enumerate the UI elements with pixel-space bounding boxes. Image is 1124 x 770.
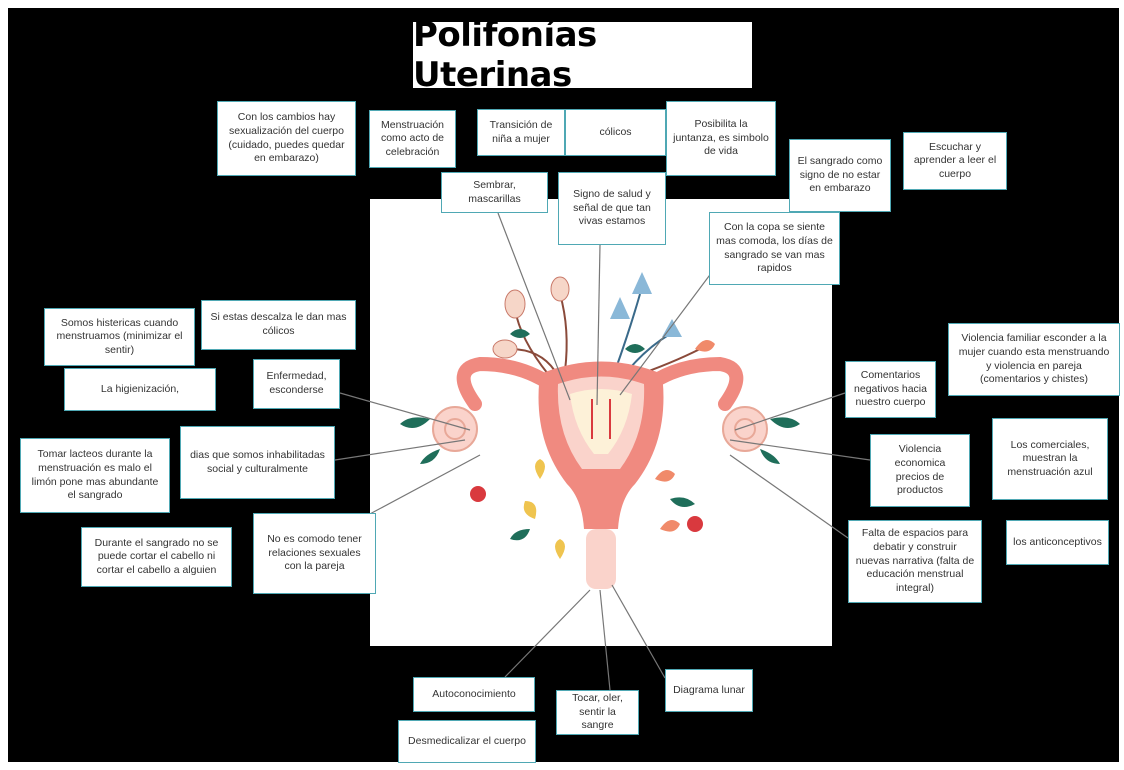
note-text: Los comerciales, muestran la menstruació…	[999, 439, 1101, 480]
note-text: Sembrar, mascarillas	[448, 179, 541, 206]
note-diagrama-lunar: Diagrama lunar	[665, 669, 753, 712]
note-higienizacion: La higienización,	[64, 368, 216, 411]
note-desmedicalizar: Desmedicalizar el cuerpo	[398, 720, 536, 763]
note-text: Con la copa se siente mas comoda, los dí…	[716, 221, 833, 276]
note-text: Durante el sangrado no se puede cortar e…	[88, 537, 225, 578]
note-histericas: Somos histericas cuando menstruamos (min…	[44, 308, 195, 366]
note-cambios: Con los cambios hay sexualización del cu…	[217, 101, 356, 176]
note-violencia-economica: Violencia economica precios de productos	[870, 434, 970, 507]
note-text: Posibilita la juntanza, es simbolo de vi…	[673, 118, 769, 159]
note-signo-salud: Signo de salud y señal de que tan vivas …	[558, 172, 666, 245]
note-text: Violencia economica precios de productos	[877, 443, 963, 498]
note-descalza: Si estas descalza le dan mas cólicos	[201, 300, 356, 350]
note-text: La higienización,	[101, 383, 179, 397]
note-text: Comentarios negativos hacia nuestro cuer…	[852, 369, 929, 410]
note-violencia-familiar: Violencia familiar esconder a la mujer c…	[948, 323, 1120, 396]
note-text: Signo de salud y señal de que tan vivas …	[565, 188, 659, 229]
page-title: Polifonías Uterinas	[413, 15, 752, 95]
note-cabello: Durante el sangrado no se puede cortar e…	[81, 527, 232, 587]
note-colicos: cólicos	[565, 109, 666, 156]
note-text: Desmedicalizar el cuerpo	[408, 735, 526, 749]
note-lacteos: Tomar lacteos durante la menstruación es…	[20, 438, 170, 513]
note-text: Autoconocimiento	[432, 688, 515, 702]
note-falta-espacios: Falta de espacios para debatir y constru…	[848, 520, 982, 603]
note-relaciones: No es comodo tener relaciones sexuales c…	[253, 513, 376, 594]
note-sembrar: Sembrar, mascarillas	[441, 172, 548, 213]
note-text: El sangrado como signo de no estar en em…	[796, 155, 884, 196]
note-copa: Con la copa se siente mas comoda, los dí…	[709, 212, 840, 285]
note-menstruacion-celebracion: Menstruación como acto de celebración	[369, 110, 456, 168]
note-text: dias que somos inhabilitadas social y cu…	[187, 449, 328, 476]
note-text: Si estas descalza le dan mas cólicos	[208, 311, 349, 338]
note-text: Violencia familiar esconder a la mujer c…	[955, 332, 1113, 387]
note-text: Menstruación como acto de celebración	[376, 119, 449, 160]
note-sangrado-embarazo: El sangrado como signo de no estar en em…	[789, 139, 891, 212]
note-text: Transición de niña a mujer	[484, 119, 558, 146]
note-text: los anticonceptivos	[1013, 536, 1102, 550]
note-escuchar: Escuchar y aprender a leer el cuerpo	[903, 132, 1007, 190]
note-inhabilitadas: dias que somos inhabilitadas social y cu…	[180, 426, 335, 499]
note-text: Diagrama lunar	[673, 684, 745, 698]
note-text: Somos histericas cuando menstruamos (min…	[51, 317, 188, 358]
note-comerciales: Los comerciales, muestran la menstruació…	[992, 418, 1108, 500]
note-text: Enfermedad, esconderse	[260, 370, 333, 397]
note-posibilita: Posibilita la juntanza, es simbolo de vi…	[666, 101, 776, 176]
note-transicion: Transición de niña a mujer	[477, 109, 565, 156]
note-comentarios-negativos: Comentarios negativos hacia nuestro cuer…	[845, 361, 936, 418]
title-box: Polifonías Uterinas	[413, 22, 752, 88]
note-text: cólicos	[599, 126, 631, 140]
note-text: Falta de espacios para debatir y constru…	[855, 527, 975, 595]
note-enfermedad: Enfermedad, esconderse	[253, 359, 340, 409]
note-text: No es comodo tener relaciones sexuales c…	[260, 533, 369, 574]
note-text: Con los cambios hay sexualización del cu…	[224, 111, 349, 166]
note-text: Escuchar y aprender a leer el cuerpo	[910, 141, 1000, 182]
note-text: Tocar, oler, sentir la sangre	[563, 692, 632, 733]
note-autoconocimiento: Autoconocimiento	[413, 677, 535, 712]
note-anticonceptivos: los anticonceptivos	[1006, 520, 1109, 565]
note-text: Tomar lacteos durante la menstruación es…	[27, 448, 163, 503]
note-tocar: Tocar, oler, sentir la sangre	[556, 690, 639, 735]
